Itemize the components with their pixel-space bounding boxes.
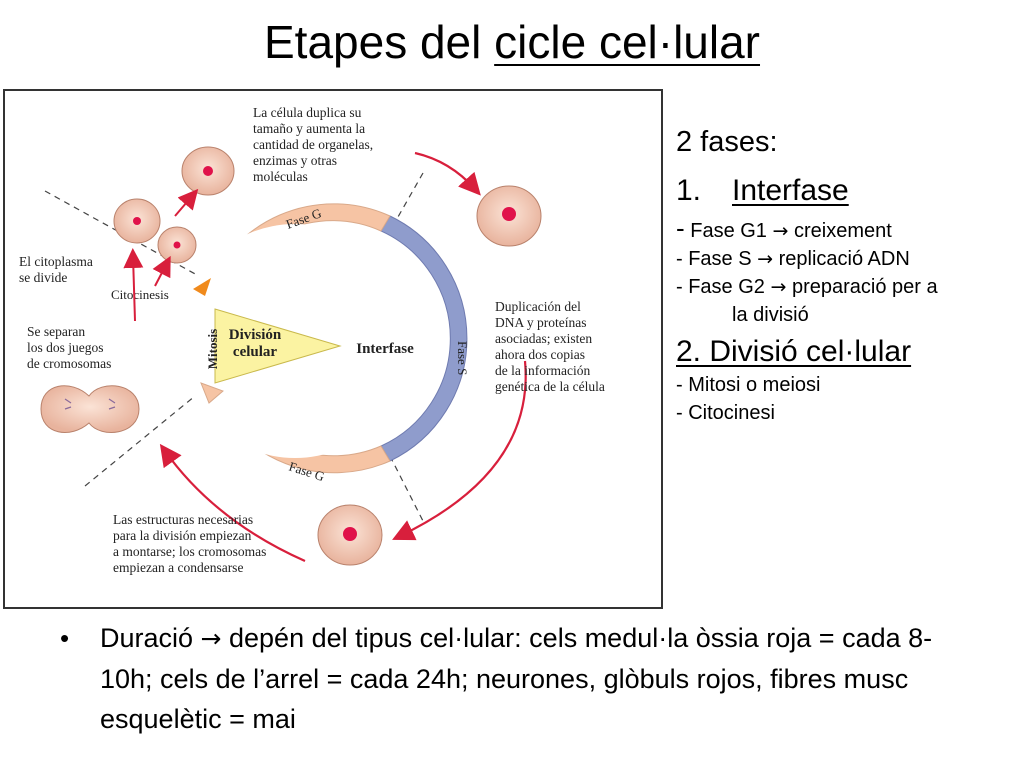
note-top-line: moléculas xyxy=(253,169,308,184)
fase-s-label: Fase S xyxy=(455,341,470,375)
duration-text: Duració → depén del tipus cel·lular: cel… xyxy=(100,618,960,739)
dashed-divider-mitosis xyxy=(84,395,196,487)
ring-arrowhead-g1 xyxy=(193,278,211,296)
item1-label: Interfase xyxy=(732,174,849,207)
item2-label: 2. Divisió cel·lular xyxy=(676,335,912,368)
center-label-2: celular xyxy=(233,344,277,360)
subitem-g2: - Fase G2 → preparació per a xyxy=(676,273,1021,301)
note-bottom-line: empiezan a condensarse xyxy=(113,560,243,575)
g1-label: Fase G1 xyxy=(684,220,773,242)
cell-top xyxy=(181,146,235,196)
cell-bottom xyxy=(317,504,383,566)
note-left-mid: Se separan los dos juegos de cromosomas xyxy=(27,324,111,371)
arrow-icon: → xyxy=(200,624,222,653)
note-right-line: genética de la célula xyxy=(495,379,605,394)
title-prefix: Etapes del xyxy=(263,16,495,68)
interfase-label: Interfase xyxy=(356,341,414,357)
duration-bullet: • Duració → depén del tipus cel·lular: c… xyxy=(60,618,960,739)
note-left-top: El citoplasma se divide xyxy=(19,254,93,285)
item1-number: 1. xyxy=(676,174,702,207)
citocinesis-label: Citocinesis xyxy=(111,287,169,302)
note-left-top-line: El citoplasma xyxy=(19,254,93,269)
note-left-mid-line: los dos juegos xyxy=(27,340,104,355)
subitem-g2-cont: la divisió xyxy=(732,304,809,326)
note-left-mid-line: Se separan xyxy=(27,324,85,339)
item-division: 2. Divisió cel·lular xyxy=(676,333,1021,371)
note-right-line: Duplicación del xyxy=(495,299,581,314)
s-label: - Fase S xyxy=(676,248,758,270)
note-top-line: enzimas y otras xyxy=(253,153,337,168)
note-top-line: tamaño y aumenta la xyxy=(253,121,365,136)
cell-small-upper xyxy=(113,198,161,244)
g2-label: - Fase G2 xyxy=(676,276,771,298)
center-label-1: División xyxy=(229,327,282,343)
subitem-mitosi: - Mitosi o meiosi xyxy=(676,374,821,396)
bullet-icon: • xyxy=(60,623,70,653)
arrow-g2-to-mitosis xyxy=(159,443,306,563)
note-right: Duplicación del DNA y proteínas asociada… xyxy=(495,299,605,394)
note-right-line: DNA y proteínas xyxy=(495,315,587,330)
note-bottom: Las estructuras necesarias para la divis… xyxy=(113,512,266,575)
note-right-line: ahora dos copias xyxy=(495,347,585,362)
cell-small-lower xyxy=(157,226,197,264)
cell-cycle-diagram: División celular Interfase Mitosis Fase … xyxy=(19,105,605,575)
ring-arrowhead-g2 xyxy=(200,382,224,404)
cell-right xyxy=(476,185,542,247)
phases-panel: 2 fases: 1. Interfase - Fase G1 → creixem… xyxy=(676,124,1021,427)
slide-title: Etapes del cicle cel·lular xyxy=(0,14,1024,70)
cell-cycle-figure: División celular Interfase Mitosis Fase … xyxy=(3,89,663,609)
subitem-s: - Fase S → replicació ADN xyxy=(676,245,1021,273)
g2-desc: preparació per a xyxy=(786,276,938,298)
arrow-up-left xyxy=(123,248,144,322)
arrow-s-to-g2 xyxy=(392,360,527,541)
duration-lead: Duració xyxy=(100,623,201,653)
item-interfase: 1. Interfase xyxy=(676,172,1021,210)
note-left-mid-line: de cromosomas xyxy=(27,356,111,371)
note-top-line: cantidad de organelas, xyxy=(253,137,373,152)
arrow-up-right xyxy=(152,255,171,287)
arrow-icon: → xyxy=(757,248,774,270)
note-bottom-line: a montarse; los cromosomas xyxy=(113,544,266,559)
note-bottom-line: Las estructuras necesarias xyxy=(113,512,253,527)
subitem-g1: - Fase G1 → creixement xyxy=(676,214,1021,245)
note-bottom-line: para la división empiezan xyxy=(113,528,252,543)
arrow-to-top-cell xyxy=(174,188,199,217)
title-underlined: cicle cel·lular xyxy=(494,16,761,68)
arrow-icon: → xyxy=(772,220,789,242)
note-left-top-line: se divide xyxy=(19,270,67,285)
g1-desc: creixement xyxy=(788,220,892,242)
duration-body: depén del tipus cel·lular: cels medul·la… xyxy=(100,623,933,734)
division-wedge xyxy=(214,308,342,384)
cell-dividing xyxy=(40,385,140,433)
note-top-line: La célula duplica su xyxy=(253,105,362,120)
arrow-icon: → xyxy=(770,276,787,298)
phases-count: 2 fases: xyxy=(676,126,778,158)
mitosis-label: Mitosis xyxy=(205,329,220,369)
g1-dash: - xyxy=(676,213,685,243)
dashed-divider-s-end xyxy=(389,455,424,522)
note-right-line: de la información xyxy=(495,363,590,378)
arrow-g1-to-s xyxy=(414,151,481,196)
note-top: La célula duplica su tamaño y aumenta la… xyxy=(253,105,373,184)
subitem-citocinesi: - Citocinesi xyxy=(676,402,775,424)
note-right-line: asociadas; existen xyxy=(495,331,592,346)
s-desc: replicació ADN xyxy=(773,248,910,270)
